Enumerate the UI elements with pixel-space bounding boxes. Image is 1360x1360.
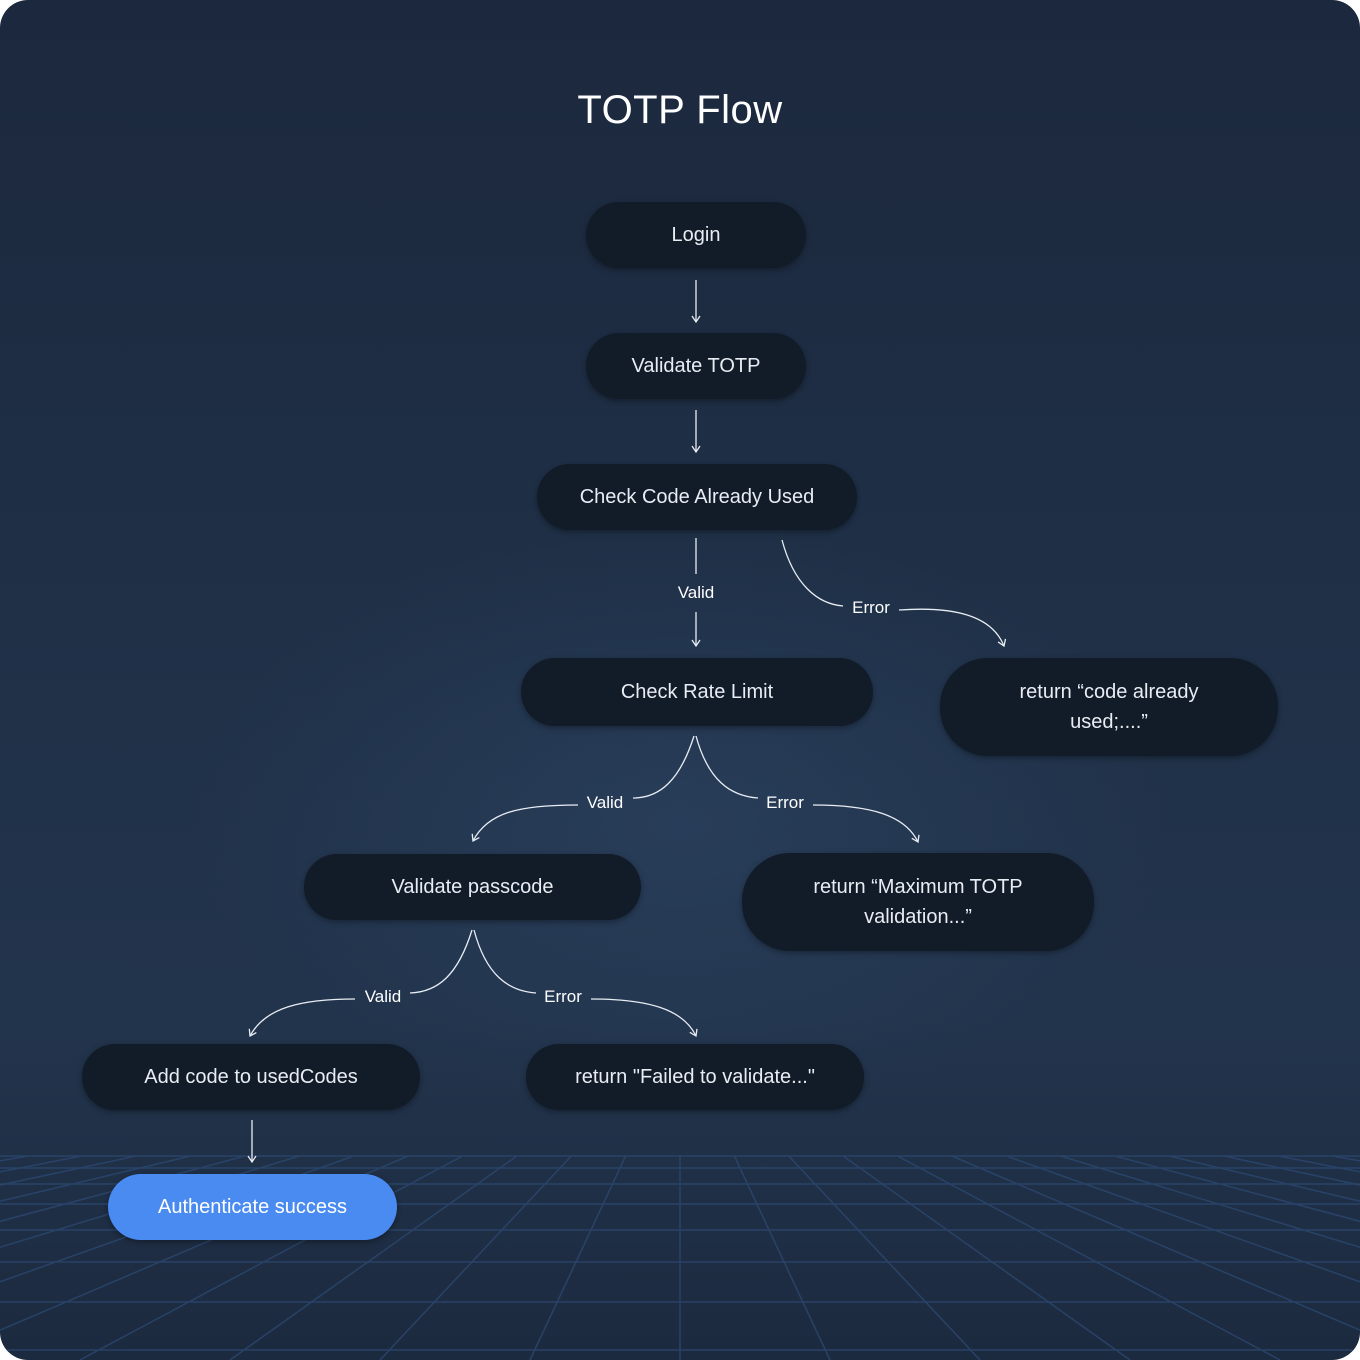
edge-label-used-error: Error (852, 598, 890, 617)
diagram-title: TOTP Flow (577, 88, 783, 132)
edge-rate-valid-a (632, 735, 695, 799)
edge-pass-valid-a (409, 929, 473, 994)
edge-pass-error-b (590, 998, 698, 1038)
edge-check-code-error-b (898, 608, 1007, 648)
node-check-rate-limit: Check Rate Limit (521, 658, 873, 726)
edge-label-used-valid: Valid (677, 583, 715, 602)
edge-label-rate-valid: Valid (586, 793, 624, 812)
edge-rate-error-a (695, 735, 759, 799)
edge-rate-valid-b (471, 804, 579, 843)
node-validate-passcode: Validate passcode (304, 854, 641, 920)
node-login: Login (586, 202, 806, 268)
node-check-code-already-used: Check Code Already Used (537, 464, 857, 530)
edge-pass-valid-b (248, 998, 356, 1038)
edge-label-pass-valid: Valid (364, 987, 402, 1006)
node-add-code-to-usedcodes: Add code to usedCodes (82, 1044, 420, 1110)
edge-pass-error-a (473, 929, 537, 994)
edge-label-rate-error: Error (766, 793, 804, 812)
node-return-maximum-totp: return “Maximum TOTP validation...” (742, 853, 1094, 951)
edge-rate-error-b (812, 804, 920, 844)
node-return-failed-to-validate: return "Failed to validate..." (526, 1044, 864, 1110)
node-validate-totp: Validate TOTP (586, 333, 806, 399)
node-return-code-already-used: return “code already used;....” (940, 658, 1278, 756)
node-authenticate-success: Authenticate success (108, 1174, 397, 1240)
edge-label-pass-error: Error (544, 987, 582, 1006)
edge-check-code-error-a (781, 539, 844, 607)
